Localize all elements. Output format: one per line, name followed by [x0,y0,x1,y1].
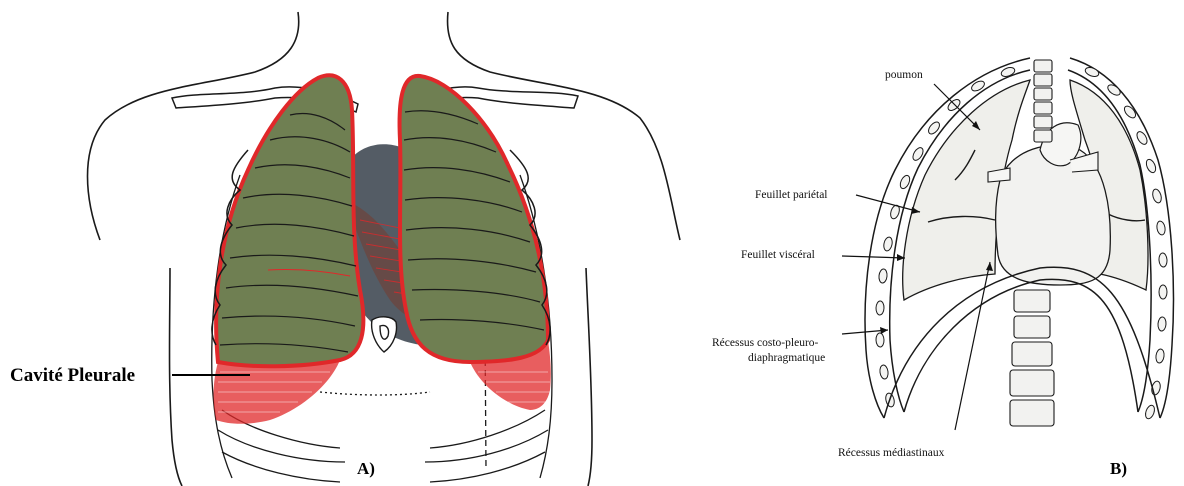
panel-a-illustration: Cavité Pleurale A) [10,0,680,486]
poumon-label: poumon [885,69,923,81]
trachea [1034,60,1052,142]
panel-a-label: A) [357,459,375,478]
clavicles [172,87,578,112]
panel-b-illustration: poumon Feuillet pariétal Feuillet viscér… [712,58,1173,478]
pleural-cavity-label: Cavité Pleurale [10,365,135,386]
right-lung [216,75,363,366]
feuillet-visceral-label: Feuillet viscéral [741,249,815,261]
panel-b-label: B) [1110,459,1127,478]
vertebral-column [1010,290,1054,426]
feuillet-parietal-label: Feuillet pariétal [755,189,828,201]
xiphoid [372,317,397,352]
recessus-costo-label-line1: Récessus costo-pleuro- [712,337,819,349]
recessus-mediastinaux-label: Récessus médiastinaux [838,447,945,459]
left-lung [400,76,548,362]
recessus-costo-label-line2: diaphragmatique [748,352,825,364]
